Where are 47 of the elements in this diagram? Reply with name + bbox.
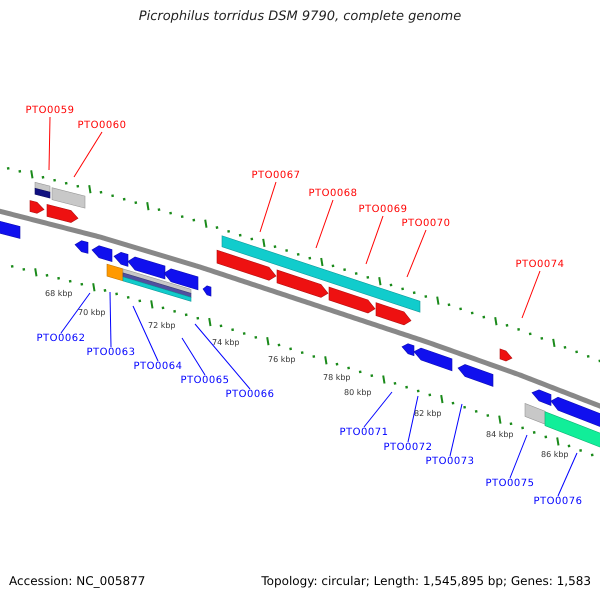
gene-label: PTO0070	[396, 218, 456, 230]
leader-line	[48, 116, 50, 170]
gene-label: PTO0076	[528, 496, 588, 508]
title: Picrophilus torridus DSM 9790, complete genome	[138, 9, 462, 24]
scale-label: 82 kbp	[414, 409, 442, 418]
gene-label: PTO0064	[128, 361, 188, 373]
gene-label: PTO0065	[175, 375, 235, 387]
gene-label: PTO0060	[72, 120, 132, 132]
gene-label: PTO0072	[378, 442, 438, 454]
gene-label: PTO0059	[20, 105, 80, 117]
scale-label: 68 kbp	[45, 289, 73, 298]
scale-label: 74 kbp	[212, 338, 240, 347]
scale-label: 80 kbp	[344, 388, 372, 397]
gene-label: PTO0074	[510, 259, 570, 271]
leader-line	[406, 230, 426, 278]
genome-info-text: Topology: circular; Length: 1,545,895 bp; Genes: 1,583	[261, 574, 591, 588]
gene-label: PTO0062	[31, 333, 91, 345]
scale-label: 86 kbp	[541, 450, 569, 459]
leader-line	[364, 392, 392, 428]
scale-label: 70 kbp	[78, 308, 106, 317]
gene-label: PTO0071	[334, 427, 394, 439]
leader-line	[182, 338, 206, 376]
leader-line	[194, 324, 250, 390]
leader-line	[510, 434, 528, 478]
leader-line	[110, 292, 112, 348]
scale-label: 78 kbp	[323, 373, 351, 382]
gene-label: PTO0066	[220, 389, 280, 401]
leader-line	[260, 182, 276, 232]
gene-label: PTO0068	[303, 188, 363, 200]
gene-label: PTO0073	[420, 456, 480, 468]
leader-line	[366, 216, 384, 264]
scale-label: 72 kbp	[148, 321, 176, 330]
leader-line	[522, 270, 540, 318]
leader-line	[60, 292, 90, 334]
leader-line	[558, 452, 578, 496]
leader-line	[316, 200, 334, 248]
gene-label: PTO0069	[353, 204, 413, 216]
gene-label: PTO0063	[81, 347, 141, 359]
gene-label: PTO0067	[246, 170, 306, 182]
leader-line	[408, 396, 418, 442]
scale-label: 84 kbp	[486, 430, 514, 439]
leader-line	[74, 132, 102, 178]
leader-line	[450, 404, 462, 456]
scale-label: 76 kbp	[268, 355, 296, 364]
gene-label: PTO0075	[480, 478, 540, 490]
leader-line	[132, 306, 158, 362]
accession-text: Accession: NC_005877	[9, 574, 146, 588]
